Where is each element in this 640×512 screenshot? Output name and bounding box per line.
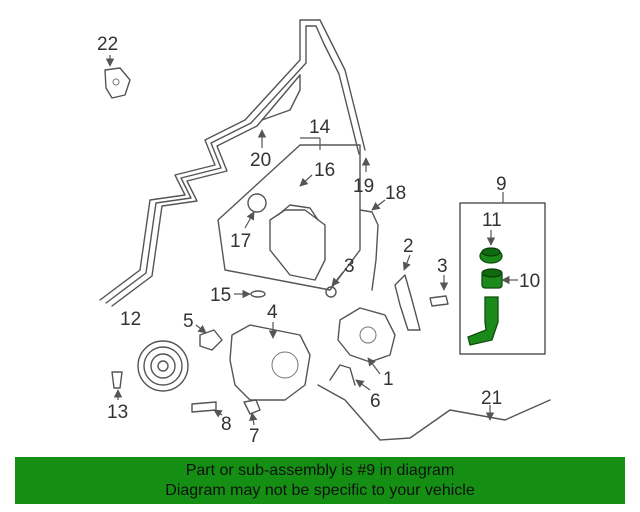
banner-line-1: Part or sub-assembly is #9 in diagram (185, 462, 455, 479)
callout-7: 7 (249, 426, 260, 447)
pump-1 (337, 307, 396, 363)
bracket-2 (394, 274, 421, 331)
bolt-3-left (325, 286, 337, 298)
bolt-8 (191, 401, 217, 413)
callout-1: 1 (383, 369, 394, 390)
callout-17: 17 (230, 231, 251, 252)
bolt-13 (111, 371, 123, 389)
callout-18: 18 (385, 183, 406, 204)
housing-4 (229, 324, 311, 401)
callout-12: 12 (120, 309, 141, 330)
gasket-5 (199, 329, 223, 351)
callout-16: 16 (314, 160, 335, 181)
pulley-12 (137, 340, 189, 392)
callout-9: 9 (496, 174, 507, 195)
callout-5: 5 (183, 311, 194, 332)
part-9-box (459, 202, 546, 355)
callout-20: 20 (250, 150, 271, 171)
callout-11: 11 (482, 210, 502, 231)
callout-14: 14 (309, 117, 331, 138)
callout-8: 8 (221, 414, 232, 435)
bolt-3-right (429, 295, 449, 307)
banner-line-2: Diagram may not be specific to your vehi… (165, 482, 475, 499)
callout-6: 6 (370, 391, 381, 412)
callouts: 22 14 16 20 19 18 17 9 11 10 2 3 3 15 12… (97, 34, 540, 447)
callout-22: 22 (97, 34, 118, 55)
callout-3-right: 3 (437, 256, 448, 277)
seal-15 (250, 290, 266, 298)
leader-lines (105, 55, 518, 426)
hose-6 (329, 364, 356, 386)
return-hose-18 (359, 209, 379, 291)
parts-diagram: 22 14 16 20 19 18 17 9 11 10 2 3 3 15 12… (97, 19, 551, 447)
nut-7 (243, 399, 261, 415)
callout-21: 21 (481, 388, 502, 409)
callout-2: 2 (403, 236, 414, 257)
callout-3-left: 3 (344, 256, 355, 277)
callout-13: 13 (107, 402, 128, 423)
callout-10: 10 (519, 271, 540, 292)
callout-15: 15 (210, 285, 231, 306)
reservoir-assembly-14 (217, 144, 361, 291)
line-21 (317, 384, 551, 441)
callout-19: 19 (353, 176, 374, 197)
bracket-22 (104, 67, 131, 99)
callout-4: 4 (267, 302, 278, 323)
part-notice-banner: Part or sub-assembly is #9 in diagram Di… (15, 457, 625, 504)
hose-lines (99, 19, 366, 307)
